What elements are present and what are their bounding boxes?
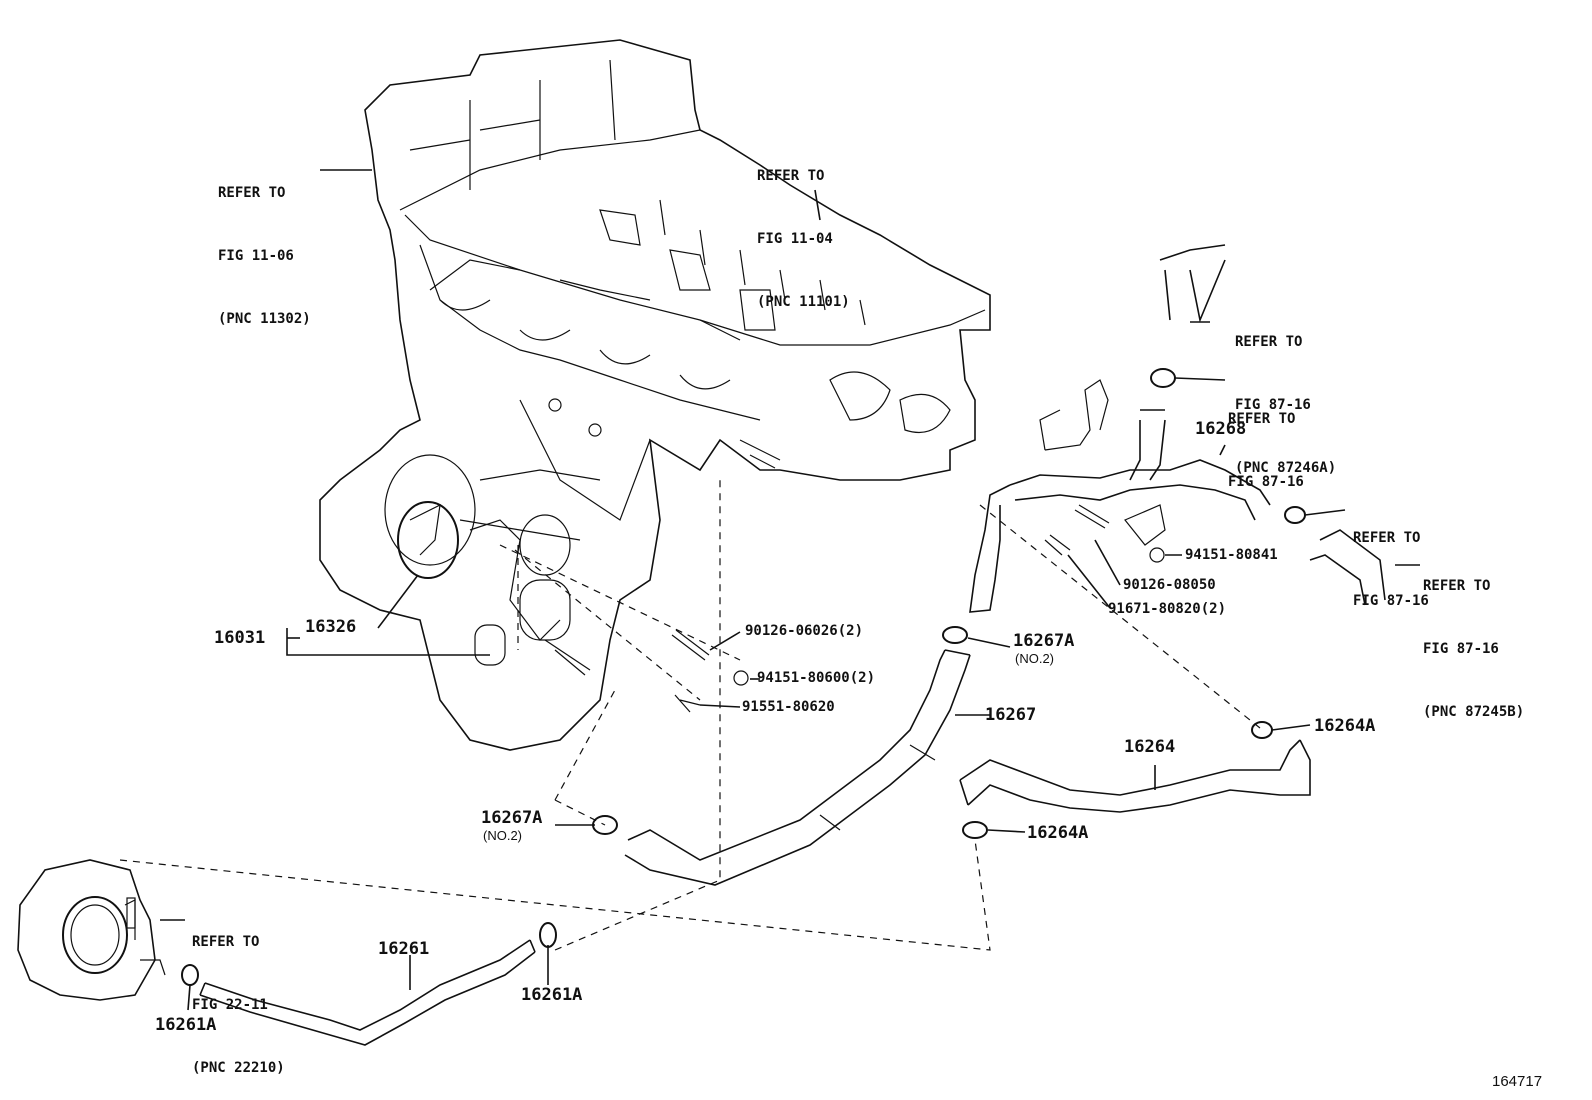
part-label-16267a-top: 16267A [1013,631,1075,651]
refer-line: REFER TO [1228,411,1296,427]
dashed-connection-lines [119,480,1261,951]
throttle-body-drawing [17,859,166,1001]
refer-fig-11-04-label: REFER TO FIG 11-04 (PNC 11101) [757,124,850,334]
refer-pnc: (PNC 11101) [757,294,850,310]
part-label-16267a-bottom: 16267A [481,808,543,828]
refer-line: REFER TO [1353,530,1421,546]
refer-pnc: (PNC 11302) [218,311,311,327]
refer-fig-87-16-b-label: REFER TO FIG 87-16 [1228,367,1304,514]
refer-fig-22-11-label: REFER TO FIG 22-11 (PNC 22210) [192,890,285,1100]
part-label-16261a-left: 16261A [155,1015,217,1035]
refer-fig: FIG 11-06 [218,248,294,264]
hoses-drawing [199,244,1386,1046]
part-label-91671-80820: 91671-80820(2) [1108,601,1227,617]
refer-line: REFER TO [218,185,286,201]
part-label-16264: 16264 [1124,737,1176,757]
refer-line: REFER TO [1235,334,1303,350]
refer-fig: FIG 22-11 [192,997,268,1013]
refer-fig: FIG 87-16 [1353,593,1429,609]
part-note-16267a-bottom: (NO.2) [483,828,522,843]
refer-pnc: (PNC 87245B) [1423,704,1525,720]
refer-fig-11-06-label: REFER TO FIG 11-06 (PNC 11302) [218,141,311,351]
part-label-16261a-right: 16261A [521,985,583,1005]
refer-pnc: (PNC 22210) [192,1060,285,1076]
refer-line: REFER TO [757,168,825,184]
diagram-number: 164717 [1492,1073,1543,1090]
refer-fig: FIG 87-16 [1423,641,1499,657]
refer-fig: FIG 11-04 [757,231,833,247]
engine-block-drawing [319,39,991,751]
part-label-91551-80620: 91551-80620 [742,699,835,715]
part-label-16326: 16326 [305,617,357,637]
part-label-94151-80841: 94151-80841 [1185,547,1278,563]
clamps-drawing [181,368,1306,986]
refer-fig-87-16-c-label: REFER TO FIG 87-16 [1353,486,1429,633]
refer-fig-87-16-a-label: REFER TO FIG 87-16 (PNC 87246A) [1235,290,1336,500]
refer-fig: FIG 87-16 [1228,474,1304,490]
refer-line: REFER TO [192,934,260,950]
part-label-90126-06026: 90126-06026(2) [745,623,864,639]
part-label-16261: 16261 [378,939,430,959]
refer-fig: FIG 87-16 [1235,397,1311,413]
part-label-16264a-bottom: 16264A [1027,823,1089,843]
part-label-16267: 16267 [985,705,1037,725]
refer-fig-87-16-d-label: REFER TO FIG 87-16 (PNC 87245B) [1423,534,1524,744]
refer-line: REFER TO [1423,578,1491,594]
part-label-90126-08050: 90126-08050 [1123,577,1216,593]
part-note-16267a-top: (NO.2) [1015,651,1054,666]
part-label-16268: 16268 [1195,419,1247,439]
fasteners-drawing [671,379,1166,713]
part-label-16264a-top: 16264A [1314,716,1376,736]
refer-pnc: (PNC 87246A) [1235,460,1337,476]
part-label-16031: 16031 [214,628,266,648]
leader-lines [160,169,1420,1011]
part-label-94151-80600: 94151-80600(2) [757,670,876,686]
